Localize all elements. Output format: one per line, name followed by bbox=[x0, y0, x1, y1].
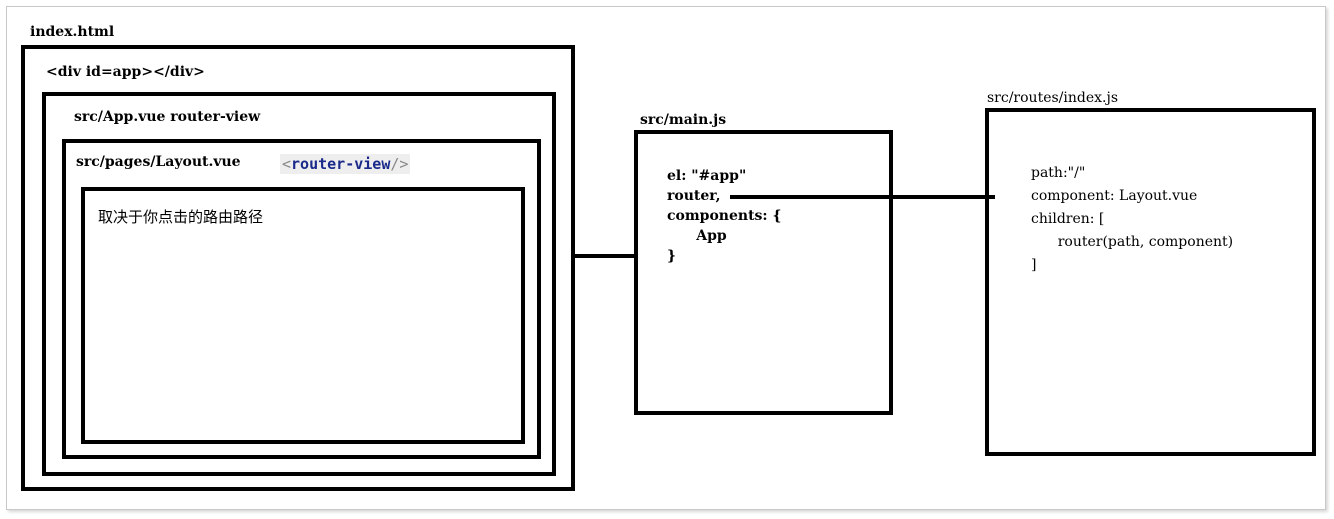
main-js-line: } bbox=[667, 248, 677, 264]
layout-vue-box bbox=[62, 139, 541, 459]
main-js-line: el: "#app" bbox=[667, 168, 747, 184]
main-js-code: el: "#app" router, components: { App} bbox=[667, 166, 781, 266]
main-js-label: src/main.js bbox=[640, 112, 727, 128]
router-view-tag-name: router-view bbox=[291, 155, 391, 173]
routes-js-label: src/routes/index.js bbox=[987, 90, 1118, 106]
routes-js-line: ] bbox=[1031, 257, 1037, 273]
router-view-close-bracket: /> bbox=[390, 155, 409, 173]
routes-js-line: children: [ bbox=[1031, 211, 1105, 227]
route-content-box bbox=[81, 187, 525, 444]
route-content-text: 取决于你点击的路由路径 bbox=[98, 208, 264, 226]
app-vue-box bbox=[42, 92, 556, 476]
router-view-tag: <router-view/> bbox=[280, 154, 411, 174]
index-html-label: index.html bbox=[30, 24, 115, 40]
routes-js-code: path:"/" component: Layout.vue children: [… bbox=[1031, 162, 1233, 277]
main-js-line: App bbox=[667, 228, 727, 244]
main-js-line: components: { bbox=[667, 208, 782, 224]
main-js-line: router, bbox=[667, 188, 721, 204]
main-js-box bbox=[634, 130, 893, 415]
diagram-frame bbox=[6, 6, 1326, 510]
connector-main-routes bbox=[730, 195, 995, 199]
routes-js-box bbox=[985, 108, 1316, 456]
app-vue-label: src/App.vue router-view bbox=[74, 109, 261, 125]
index-html-box bbox=[21, 45, 575, 491]
routes-js-line: component: Layout.vue bbox=[1031, 188, 1198, 204]
div-app-label: <div id=app></div> bbox=[46, 64, 205, 80]
routes-js-line: path:"/" bbox=[1031, 165, 1086, 181]
router-view-open-bracket: < bbox=[282, 155, 292, 173]
layout-vue-label: src/pages/Layout.vue bbox=[76, 154, 241, 170]
connector-index-main bbox=[575, 254, 636, 258]
routes-js-line: router(path, component) bbox=[1031, 234, 1234, 250]
